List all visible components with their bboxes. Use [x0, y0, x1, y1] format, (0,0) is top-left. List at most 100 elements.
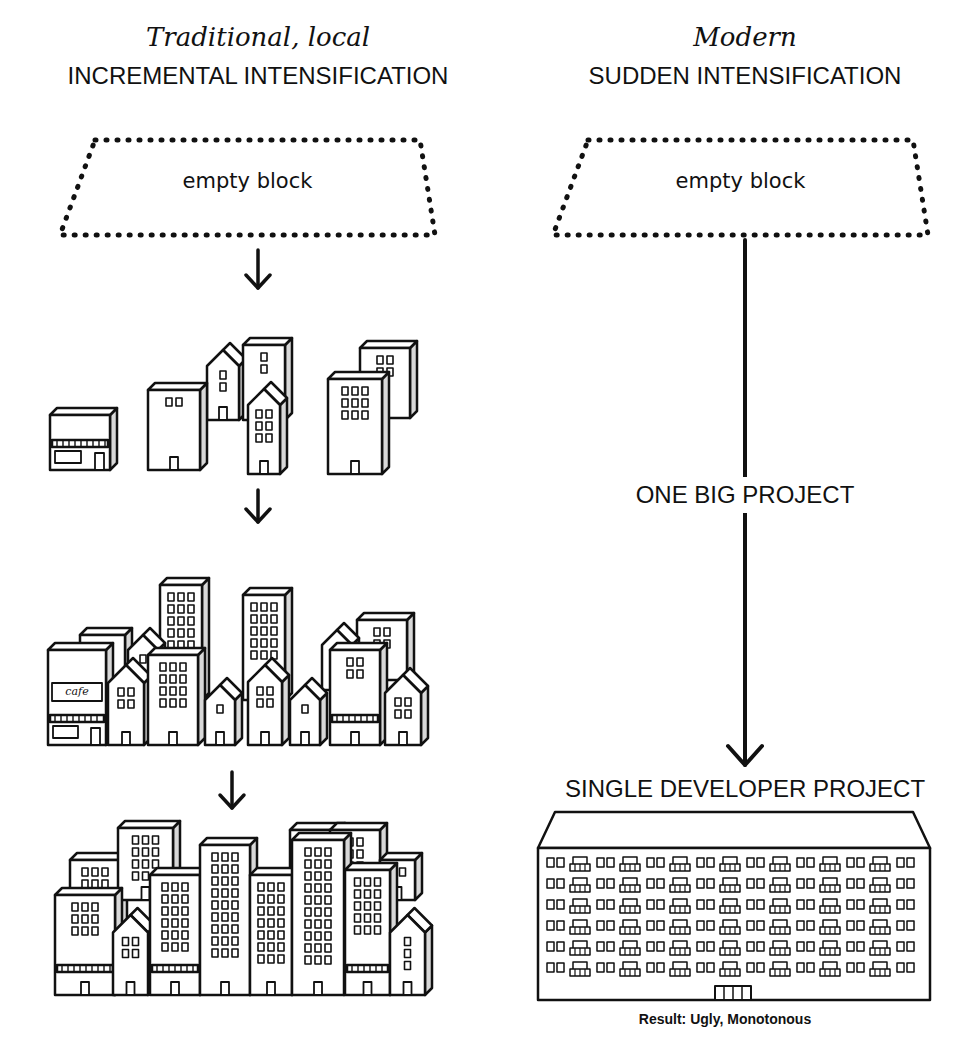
balcony-rail: [634, 864, 635, 871]
window: [707, 858, 714, 867]
building: [148, 648, 205, 745]
window: [143, 836, 149, 844]
balcony-rail: [884, 948, 885, 955]
window: [222, 889, 228, 897]
balcony-rail: [634, 906, 635, 913]
block-outline: empty block: [55, 135, 440, 240]
window: [261, 627, 267, 635]
window: [365, 902, 371, 910]
balcony-rail: [834, 906, 835, 913]
window: [232, 877, 238, 885]
balcony-rail: [624, 927, 625, 934]
window: [757, 963, 764, 972]
building: [113, 908, 155, 995]
balcony-rail: [824, 948, 825, 955]
column-heading: SUDDEN INTENSIFICATION: [535, 62, 955, 90]
apartment-drawing: [538, 812, 930, 1000]
balcony-rail: [584, 864, 585, 871]
window: [257, 699, 263, 707]
balcony-rail: [874, 927, 875, 934]
awning-stripe: [62, 440, 63, 447]
awning-stripe: [156, 965, 157, 972]
awning-stripe: [84, 715, 85, 722]
window: [170, 675, 176, 683]
window: [178, 629, 184, 637]
window: [807, 921, 814, 930]
window: [82, 903, 88, 911]
window: [697, 879, 704, 888]
entrance-door: [732, 986, 734, 1000]
house-front: [390, 915, 425, 995]
buildings: [48, 338, 432, 995]
window: [607, 963, 614, 972]
window: [355, 890, 361, 898]
balcony-rail: [679, 885, 680, 892]
window: [258, 883, 264, 891]
window: [278, 955, 284, 963]
awning-stripe: [72, 715, 73, 722]
balcony-rail: [724, 864, 725, 871]
window: [547, 963, 554, 972]
window: [232, 925, 238, 933]
window: [857, 879, 864, 888]
balcony-rail: [674, 864, 675, 871]
window: [162, 883, 168, 891]
awning: [152, 965, 198, 972]
balcony-rail: [679, 948, 680, 955]
window: [315, 920, 321, 928]
balcony: [720, 864, 740, 871]
window: [220, 383, 226, 391]
balcony-rail: [584, 906, 585, 913]
balcony-rail: [579, 906, 580, 913]
window: [557, 963, 564, 972]
balcony-rail: [884, 864, 885, 871]
window: [607, 858, 614, 867]
stage-arrow-head: [220, 795, 244, 808]
balcony: [720, 885, 740, 892]
window: [170, 663, 176, 671]
awning-stripe: [67, 965, 68, 972]
balcony-rail: [579, 969, 580, 976]
awning-stripe: [186, 965, 187, 972]
window: [162, 919, 168, 927]
window: [547, 858, 554, 867]
window: [261, 365, 267, 373]
balcony: [570, 927, 590, 934]
shop-sign-text: cafe: [52, 683, 102, 701]
awning-stripe: [180, 965, 181, 972]
window: [355, 878, 361, 886]
column-subtitle: Modern: [535, 22, 955, 52]
door: [127, 982, 135, 995]
awning-stripe: [363, 965, 364, 972]
awning-stripe: [348, 715, 349, 722]
balcony-rail: [584, 969, 585, 976]
window: [647, 942, 654, 951]
window: [182, 883, 188, 891]
balcony-rail: [629, 906, 630, 913]
building: [390, 908, 432, 995]
window: [271, 627, 277, 635]
window: [72, 903, 78, 911]
balcony: [620, 906, 640, 913]
balcony-rail: [734, 948, 735, 955]
awning-stripe: [104, 440, 105, 447]
window: [384, 628, 390, 636]
window: [747, 879, 754, 888]
balcony-rail: [834, 969, 835, 976]
window: [212, 865, 218, 873]
window: [232, 865, 238, 873]
window: [305, 908, 311, 916]
window: [342, 411, 348, 419]
balcony-rail: [729, 885, 730, 892]
awning: [50, 715, 104, 722]
window: [597, 858, 604, 867]
window: [222, 865, 228, 873]
balcony-rail: [834, 948, 835, 955]
balcony-rail: [779, 864, 780, 871]
window: [325, 860, 331, 868]
window: [857, 921, 864, 930]
balcony-rail: [774, 948, 775, 955]
window: [160, 675, 166, 683]
building: [292, 833, 351, 995]
door: [267, 982, 275, 995]
